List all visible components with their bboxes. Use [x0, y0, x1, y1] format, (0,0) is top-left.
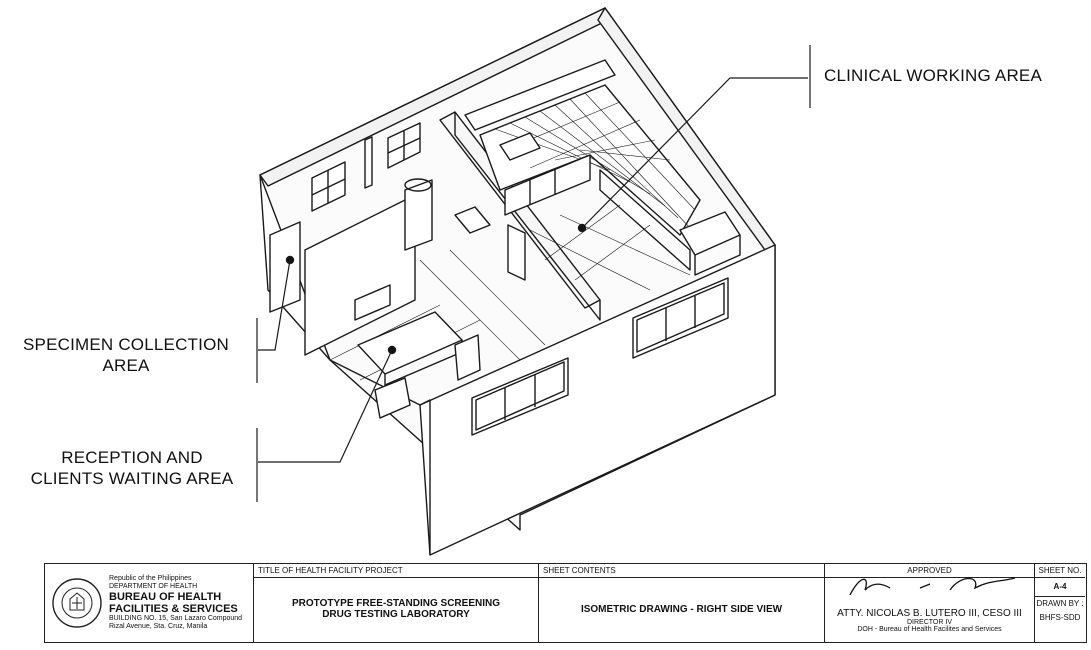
project-head: TITLE OF HEALTH FACILITY PROJECT [254, 564, 538, 578]
sink [499, 132, 541, 161]
title-block: Republic of the Philippines DEPARTMENT O… [44, 563, 1087, 643]
chair-3 [454, 334, 481, 381]
clinical-working-area-label: CLINICAL WORKING AREA [824, 66, 1043, 85]
chair-2 [374, 377, 411, 419]
agency-cell: Republic of the Philippines DEPARTMENT O… [45, 564, 254, 642]
water-heater [404, 179, 433, 251]
sheet-no-head: SHEET NO. [1035, 564, 1085, 578]
sheet-no-value: A-4 [1035, 578, 1085, 597]
reception-leader [258, 349, 393, 463]
doh-seal-icon [52, 578, 102, 628]
project-line-2: DRUG TESTING LABORATORY [322, 609, 470, 620]
drawn-by-value: BHFS-SDD [1039, 613, 1081, 622]
approver-title: DIRECTOR IV [907, 619, 952, 626]
address-line-1: BUILDING NO. 15, San Lazaro Compound [109, 615, 243, 622]
approved-head: APPROVED [825, 564, 1034, 578]
sheet-cell: SHEET NO. A-4 DRAWN BY : BHFS-SDD [1035, 564, 1085, 642]
chair-1 [354, 284, 391, 321]
approved-cell: APPROVED ATTY. NICOLAS B. LUTERO III, CE… [825, 564, 1035, 642]
signature-mark [849, 577, 1016, 596]
approver-office: DOH - Bureau of Health Facilites and Ser… [857, 626, 1002, 633]
department-text: DEPARTMENT OF HEALTH [109, 583, 198, 590]
drawn-by-head: DRAWN BY : [1036, 599, 1084, 608]
specimen-collection-area-label: SPECIMEN COLLECTION AREA [23, 335, 229, 375]
contents-head: SHEET CONTENTS [539, 564, 824, 578]
bureau-line-2: FACILITIES & SERVICES [109, 603, 238, 615]
clinical-counter-back [464, 59, 616, 131]
project-cell: TITLE OF HEALTH FACILITY PROJECT PROTOTY… [254, 564, 539, 642]
clinical-leader [581, 77, 808, 229]
clinical-tiled-wall [479, 84, 701, 236]
project-line-1: PROTOTYPE FREE-STANDING SCREENING [292, 598, 500, 609]
address-line-2: Rizal Avenue, Sta. Cruz, Manila [109, 623, 208, 630]
door [507, 224, 526, 281]
front-wall-windows [471, 277, 729, 436]
specimen-partition [304, 194, 416, 356]
bureau-line-1: BUREAU OF HEALTH [109, 591, 222, 603]
approver-name: ATTY. NICOLAS B. LUTERO III, CESO III [837, 608, 1022, 619]
republic-text: Republic of the Philippines [109, 575, 192, 582]
specimen-leader [258, 259, 291, 351]
reception-waiting-area-label: RECEPTION AND CLIENTS WAITING AREA [30, 448, 234, 488]
contents-value: ISOMETRIC DRAWING - RIGHT SIDE VIEW [580, 603, 783, 615]
contents-cell: SHEET CONTENTS ISOMETRIC DRAWING - RIGHT… [539, 564, 825, 642]
project-title: PROTOTYPE FREE-STANDING SCREENING DRUG T… [254, 578, 538, 640]
